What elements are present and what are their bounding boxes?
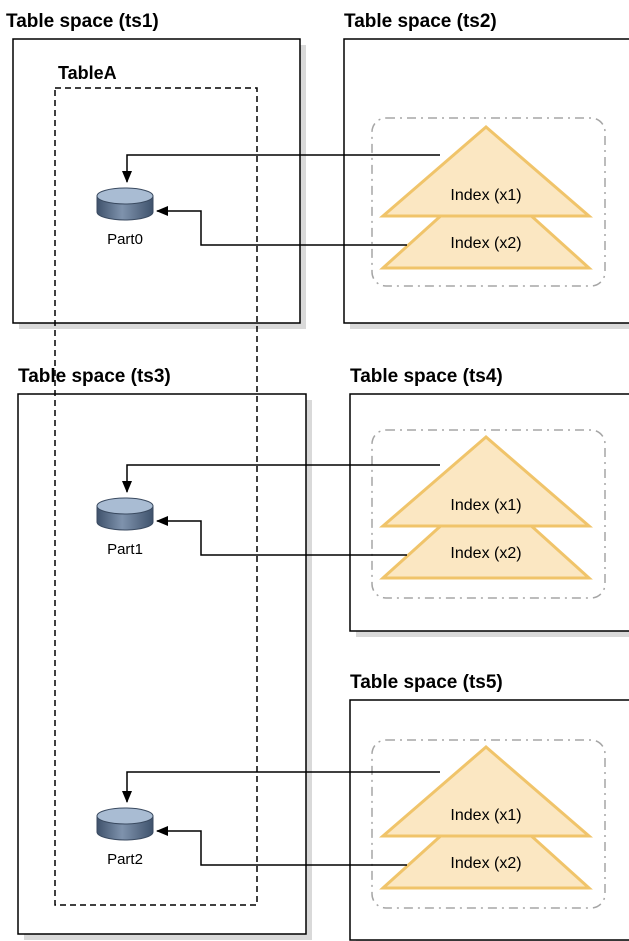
arrow-index-x1-to-part1 <box>122 464 440 493</box>
arrow-index-x2-to-part1 <box>156 516 407 556</box>
arrow-index-x1-to-part0 <box>122 154 440 183</box>
table-space-ts1-frame <box>12 38 301 324</box>
table-space-ts3: Table space (ts3) <box>17 366 312 940</box>
table-space-ts1-title: Table space (ts1) <box>6 11 159 32</box>
partition-label: Part0 <box>107 231 143 248</box>
arrow-index-x1-to-part2 <box>122 771 440 803</box>
disk-icon <box>96 497 154 531</box>
partition-label: Part1 <box>107 541 143 558</box>
index-x2-triangle <box>379 482 593 580</box>
table-space-ts5-title: Table space (ts5) <box>350 672 503 693</box>
index-x1-triangle <box>378 435 594 528</box>
partition-part2: Part2 <box>96 807 154 868</box>
index-x1-triangle <box>378 745 594 838</box>
table-space-ts4-title: Table space (ts4) <box>350 366 503 387</box>
index-group-ts5: Index (x1) Index (x2) <box>371 739 606 909</box>
index-x1-triangle <box>378 125 594 218</box>
index-x1-label: Index (x1) <box>450 497 521 514</box>
disk-icon <box>96 807 154 841</box>
table-space-ts3-title: Table space (ts3) <box>18 366 171 387</box>
index-x2-label: Index (x2) <box>450 235 521 252</box>
partition-label: Part2 <box>107 851 143 868</box>
partition-part0: Part0 <box>96 187 154 248</box>
arrow-index-x2-to-part0 <box>156 206 407 246</box>
table-space-ts2-title: Table space (ts2) <box>344 11 497 32</box>
table-space-ts1: Table space (ts1) <box>6 11 306 329</box>
index-group-outline <box>371 429 606 599</box>
index-x2-triangle <box>379 792 593 890</box>
table-a-outline <box>54 87 258 906</box>
index-group-outline <box>371 739 606 909</box>
index-x2-triangle <box>379 172 593 270</box>
index-x2-label: Index (x2) <box>450 545 521 562</box>
index-group-outline <box>371 117 606 287</box>
index-group-ts2: Index (x1) Index (x2) <box>371 117 606 287</box>
table-space-ts3-frame <box>17 393 307 935</box>
disk-icon <box>96 187 154 221</box>
index-x2-label: Index (x2) <box>450 855 521 872</box>
partition-part1: Part1 <box>96 497 154 558</box>
index-x1-label: Index (x1) <box>450 807 521 824</box>
table-a-title: TableA <box>58 63 117 83</box>
arrow-index-x2-to-part2 <box>156 826 407 866</box>
index-x1-label: Index (x1) <box>450 187 521 204</box>
index-group-ts4: Index (x1) Index (x2) <box>371 429 606 599</box>
